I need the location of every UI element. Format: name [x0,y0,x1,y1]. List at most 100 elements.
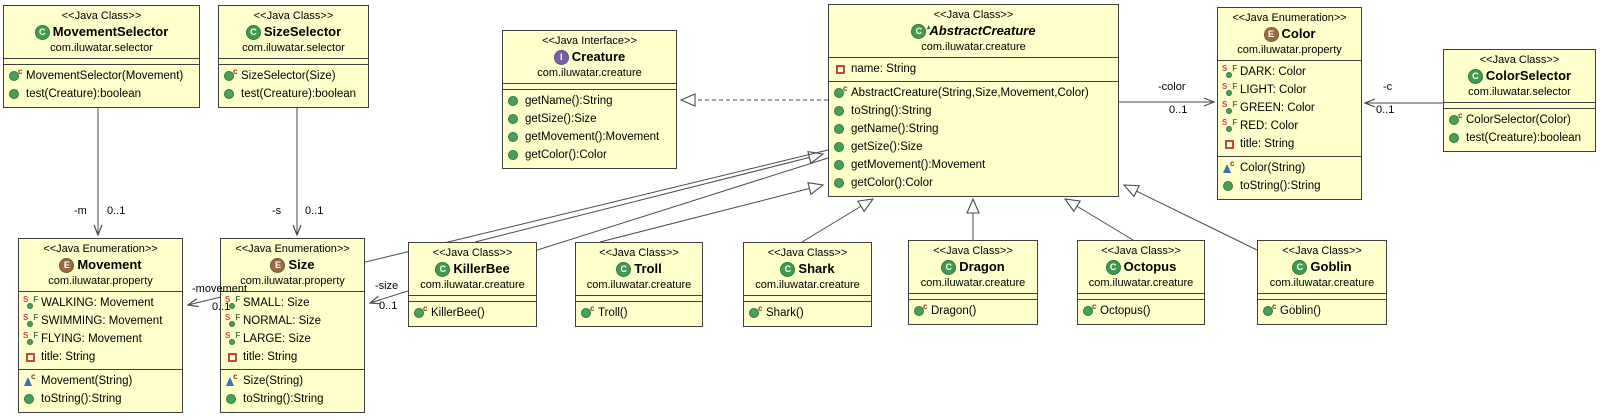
class-name: AbstractCreature [929,23,1036,38]
class-name: Creature [571,49,626,64]
method-label: AbstractCreature(String,Size,Movement,Co… [851,87,1089,99]
field-row: title: String [221,348,364,366]
field-label: FLYING: Movement [41,333,142,345]
method-label: toString():String [851,105,932,117]
class-stereotype: <<Java Class>> [253,10,334,22]
method-label: getMovement():Movement [525,131,660,143]
class-icon: C [435,261,451,277]
fields-compartment [909,293,1037,299]
class-name: Octopus [1123,259,1177,274]
class-box-abstractcreature[interactable]: <<Java Class>> C▴AbstractCreature com.il… [828,4,1119,197]
constructor-icon: c [580,304,596,318]
method-label: getSize():Size [851,141,923,153]
edge-mult-movement: 0..1 [212,301,231,313]
method-label: test(Creature):boolean [1466,132,1582,144]
edge-mult-color: 0..1 [1169,104,1188,116]
method-row: getSize():Size [829,138,1118,156]
enum-icon: E [1263,26,1279,42]
method-label: getSize():Size [525,113,597,125]
class-stereotype: <<Java Class>> [599,247,679,259]
class-package: com.iluwatar.selector [242,42,345,54]
method-row: toString():String [1218,177,1361,195]
class-icon: C [1467,68,1483,84]
method-label: test(Creature):boolean [26,88,142,100]
public-method-icon [225,394,241,404]
class-name: Shark [798,261,835,276]
field-label: title: String [41,351,96,363]
fields-compartment [4,58,199,64]
method-row: getMovement():Movement [829,156,1118,174]
method-row: getSize():Size [503,110,676,128]
method-row: toString():String [829,102,1118,120]
interface-icon: I [553,49,569,65]
public-method-icon [223,89,239,99]
class-package: com.iluwatar.creature [537,67,642,79]
private-constructor-icon: c [1222,159,1238,173]
public-method-icon [833,124,849,134]
class-stereotype: <<Java Class>> [432,247,513,259]
method-label: test(Creature):boolean [241,88,357,100]
class-name: Dragon [959,259,1005,274]
field-row: name: String [829,60,1118,78]
edge-label-s: -s [272,205,282,217]
public-method-icon [8,89,24,99]
fields-compartment: name: String [829,57,1118,81]
class-stereotype: <<Java Class>> [1479,54,1560,66]
fields-compartment [503,83,676,89]
method-label: Troll() [598,307,628,319]
class-name: Troll [634,261,662,276]
edge-mult-m: 0..1 [107,205,126,217]
field-label: WALKING: Movement [41,297,154,309]
public-method-icon [507,150,523,160]
class-name: KillerBee [453,261,510,276]
edge-label-size: -size [375,280,399,292]
method-row: getName():String [829,120,1118,138]
class-stereotype: <<Java Interface>> [542,35,637,47]
class-icon: C [245,24,261,40]
method-label: getName():String [851,123,939,135]
class-stereotype: <<Java Class>> [1101,245,1181,257]
class-package: com.iluwatar.property [48,275,153,287]
abstract-class-icon: C▴ [911,23,930,39]
edge-generalization-goblin [1124,185,1258,251]
fields-compartment [1444,102,1595,108]
method-label: Shark() [766,307,804,319]
class-icon: C [941,259,957,275]
method-label: getColor():Color [851,177,933,189]
